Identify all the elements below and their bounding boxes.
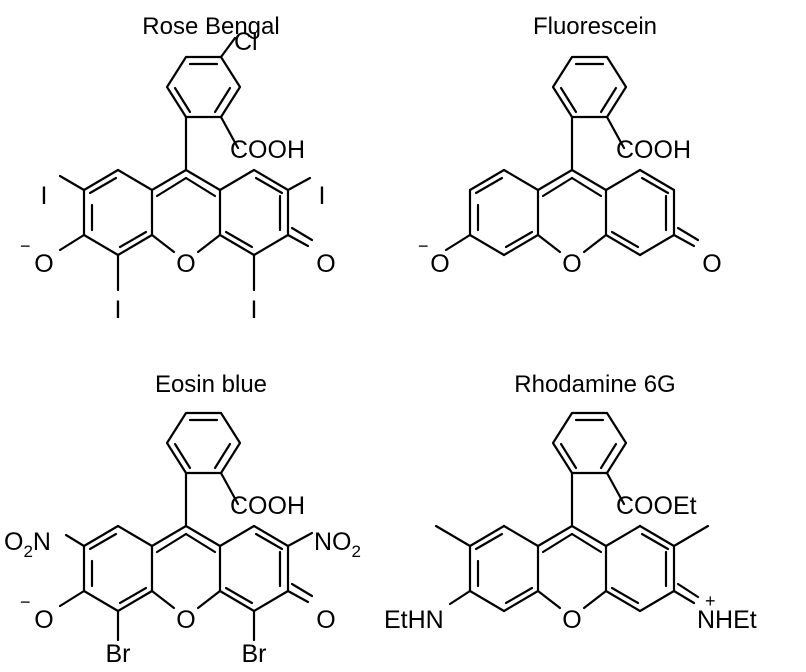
atom-ring-oxygen: O <box>176 606 195 634</box>
molecule-rose-bengal: Rose Bengal <box>20 13 336 324</box>
atom-keto-oxygen: O <box>316 606 335 634</box>
nitro-left-subscript: 2 <box>23 542 32 561</box>
atom-oxygen-anion: O <box>34 606 53 634</box>
bonds-rhodamine-6g <box>434 411 710 613</box>
atom-keto-oxygen: O <box>316 250 335 278</box>
title-rhodamine-6g: Rhodamine 6G <box>514 371 675 398</box>
title-eosin-blue: Eosin blue <box>155 371 267 398</box>
bonds-fluorescein <box>444 55 700 257</box>
charge-minus: − <box>20 236 31 256</box>
atom-iodine: I <box>115 296 122 324</box>
atom-keto-oxygen: O <box>702 250 721 278</box>
atom-cooh: COOH <box>230 492 305 520</box>
atom-ring-oxygen: O <box>562 250 581 278</box>
nitro-left-n: N <box>33 528 51 556</box>
nitro-left-o: O <box>4 528 23 556</box>
bonds-rose-bengal <box>58 36 314 292</box>
molecule-rhodamine-6g: Rhodamine 6G <box>384 371 757 634</box>
atom-cl: Cl <box>234 28 258 56</box>
atom-iodine: I <box>41 182 48 210</box>
atom-cooet: COOEt <box>616 492 697 520</box>
group-nitro-right: NO2 <box>314 528 361 561</box>
atom-cooh: COOH <box>616 136 691 164</box>
group-ethylamino: EtHN <box>384 606 444 634</box>
title-rose-bengal: Rose Bengal <box>142 13 279 40</box>
atom-ring-oxygen: O <box>176 250 195 278</box>
atom-iodine: I <box>319 182 326 210</box>
atom-cooh: COOH <box>230 136 305 164</box>
atom-iodine: I <box>251 296 258 324</box>
atom-bromine: Br <box>106 640 131 667</box>
nitro-right-no: NO <box>314 528 352 556</box>
atom-ring-oxygen: O <box>562 606 581 634</box>
molecule-eosin-blue: Eosin blue <box>4 371 361 668</box>
atom-oxygen-anion: O <box>430 250 449 278</box>
charge-minus: − <box>20 592 31 612</box>
nitro-right-subscript: 2 <box>352 542 361 561</box>
atom-bromine: Br <box>242 640 267 667</box>
group-ethyliminium: NHEt <box>697 606 757 634</box>
title-fluorescein: Fluorescein <box>533 13 657 40</box>
atom-oxygen-anion: O <box>34 250 53 278</box>
charge-minus: − <box>418 236 429 256</box>
charge-plus: + <box>705 591 716 611</box>
molecule-fluorescein: Fluorescein <box>418 13 722 278</box>
group-nitro-left: O2N <box>4 528 51 561</box>
bonds-eosin-blue <box>58 411 314 642</box>
